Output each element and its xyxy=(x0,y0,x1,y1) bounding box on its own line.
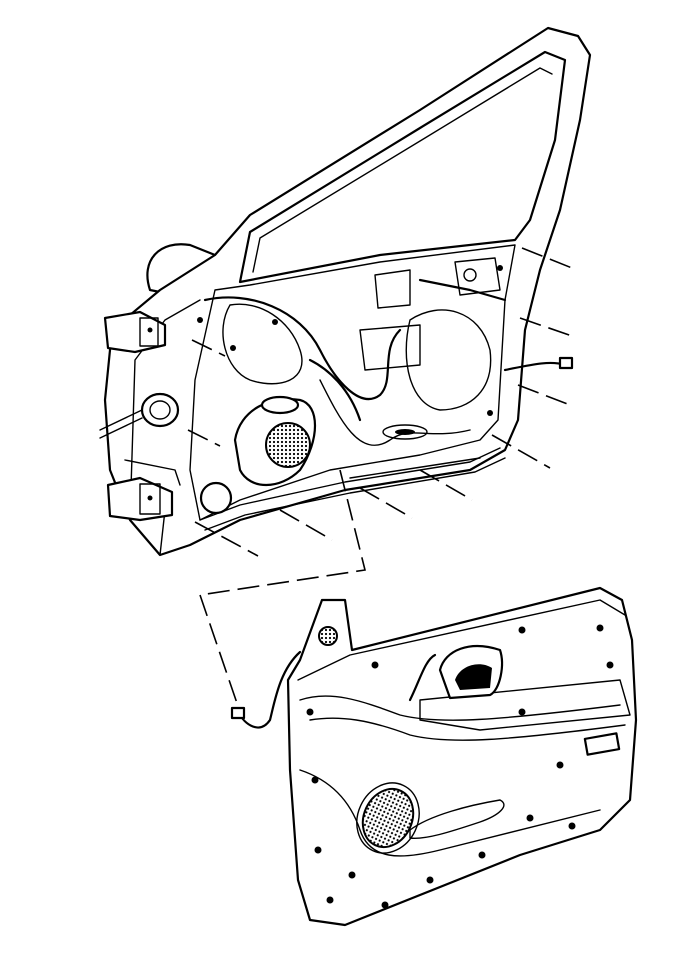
leader-lines xyxy=(187,247,573,713)
door-shell xyxy=(103,26,592,557)
upper-hinge xyxy=(103,310,167,354)
door-check-grommet xyxy=(99,392,180,439)
door-trim-panel xyxy=(230,586,638,927)
lower-hinge xyxy=(106,459,181,522)
